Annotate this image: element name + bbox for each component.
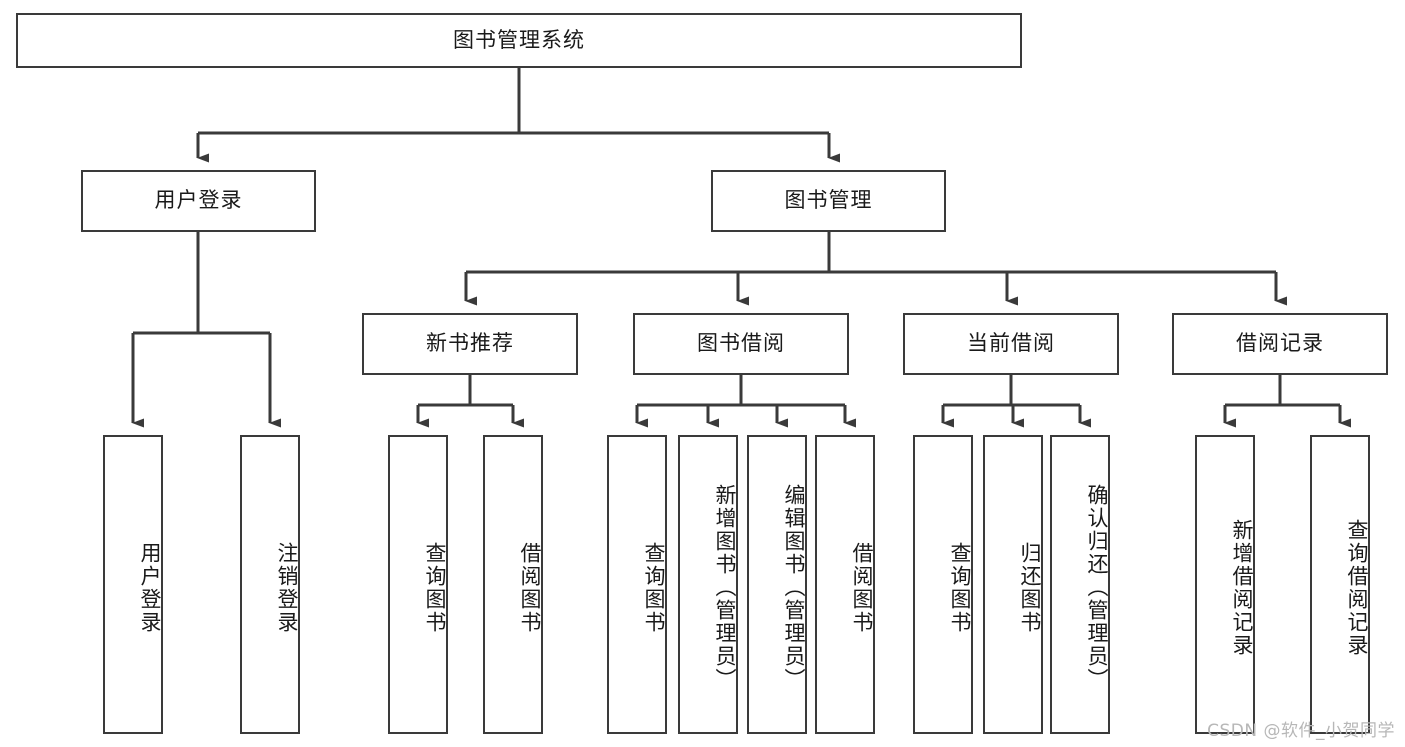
- node-book-manage[interactable]: 图书管理: [711, 170, 946, 232]
- node-borrow-record[interactable]: 借阅记录: [1172, 313, 1388, 375]
- node-book-manage-label: 图书管理: [784, 188, 873, 213]
- node-leaf-query-book-2-label: 查询图书: [642, 541, 666, 634]
- node-leaf-return-book[interactable]: 归还图书: [983, 435, 1043, 734]
- node-new-book-rec-label: 新书推荐: [426, 331, 514, 356]
- node-leaf-query-book-3-label: 查询图书: [948, 541, 972, 634]
- node-leaf-user-logout[interactable]: 注销登录: [240, 435, 300, 734]
- node-leaf-add-record-label: 新增借阅记录: [1230, 518, 1254, 657]
- node-root-label: 图书管理系统: [453, 27, 585, 52]
- node-leaf-add-record[interactable]: 新增借阅记录: [1195, 435, 1255, 734]
- node-leaf-user-logout-label: 注销登录: [275, 541, 299, 634]
- node-leaf-add-book-label: 新增图书（管理员）: [713, 484, 737, 691]
- node-book-borrow-label: 图书借阅: [697, 331, 785, 356]
- node-leaf-edit-book[interactable]: 编辑图书（管理员）: [747, 435, 807, 734]
- node-leaf-query-book-1[interactable]: 查询图书: [388, 435, 448, 734]
- node-leaf-user-login-label: 用户登录: [138, 541, 162, 634]
- node-leaf-query-book-2[interactable]: 查询图书: [607, 435, 667, 734]
- node-leaf-borrow-book-2[interactable]: 借阅图书: [815, 435, 875, 734]
- node-user-login[interactable]: 用户登录: [81, 170, 316, 232]
- node-leaf-user-login[interactable]: 用户登录: [103, 435, 163, 734]
- node-user-login-label: 用户登录: [154, 188, 243, 213]
- node-current-borrow-label: 当前借阅: [967, 331, 1055, 356]
- node-leaf-borrow-book-1-label: 借阅图书: [518, 541, 542, 634]
- node-root[interactable]: 图书管理系统: [16, 13, 1022, 68]
- node-leaf-return-book-label: 归还图书: [1018, 541, 1042, 634]
- node-leaf-borrow-book-1[interactable]: 借阅图书: [483, 435, 543, 734]
- node-new-book-rec[interactable]: 新书推荐: [362, 313, 578, 375]
- node-leaf-query-record-label: 查询借阅记录: [1345, 518, 1369, 657]
- node-leaf-add-book[interactable]: 新增图书（管理员）: [678, 435, 738, 734]
- node-leaf-borrow-book-2-label: 借阅图书: [850, 541, 874, 634]
- node-leaf-edit-book-label: 编辑图书（管理员）: [782, 484, 806, 691]
- node-leaf-query-book-3[interactable]: 查询图书: [913, 435, 973, 734]
- node-current-borrow[interactable]: 当前借阅: [903, 313, 1119, 375]
- node-book-borrow[interactable]: 图书借阅: [633, 313, 849, 375]
- node-leaf-confirm-return[interactable]: 确认归还（管理员）: [1050, 435, 1110, 734]
- node-leaf-confirm-return-label: 确认归还（管理员）: [1085, 484, 1109, 691]
- node-borrow-record-label: 借阅记录: [1236, 331, 1324, 356]
- node-leaf-query-record[interactable]: 查询借阅记录: [1310, 435, 1370, 734]
- csdn-watermark: CSDN @软件_小贺同学: [1207, 721, 1395, 741]
- node-leaf-query-book-1-label: 查询图书: [423, 541, 447, 634]
